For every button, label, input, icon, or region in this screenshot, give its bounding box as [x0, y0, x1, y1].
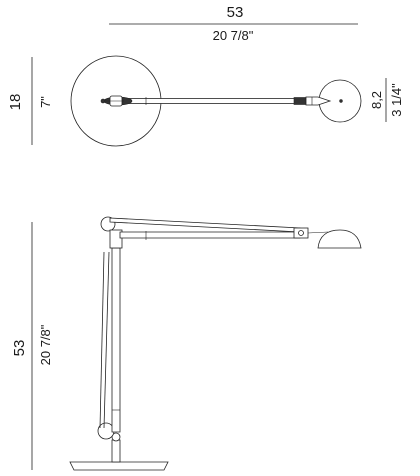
upper-arm-lower-side — [119, 231, 301, 239]
top-view: 53 20 7/8" 18 7" — [7, 4, 404, 147]
joint-bracket-side — [109, 229, 123, 249]
side-height-in-label: 20 7/8" — [38, 324, 53, 365]
upper-arm-side — [109, 217, 301, 233]
top-width-cm-label: 53 — [227, 4, 244, 21]
base-side — [69, 461, 169, 471]
tension-rod-side-2 — [103, 251, 110, 429]
head-diameter-in-label: 3 1/4" — [389, 83, 404, 117]
tension-rod-side — [99, 251, 105, 429]
lower-pivot-side — [111, 432, 121, 442]
top-width-in-label: 20 7/8" — [213, 28, 254, 43]
head-center-dot — [339, 99, 343, 103]
base-stem-side — [111, 439, 121, 463]
head-shade-connector — [307, 231, 329, 234]
base-joint-top — [100, 95, 133, 107]
side-view: 53 20 7/8" — [11, 216, 362, 471]
head-shade-side — [317, 229, 362, 249]
arm-top — [123, 98, 297, 104]
head-diameter-cm-label: 8,2 — [369, 91, 384, 109]
head-connector-top — [293, 96, 332, 106]
base-diameter-in-label: 7" — [38, 96, 53, 108]
lower-arm-side — [111, 247, 121, 433]
side-height-cm-label: 53 — [11, 340, 28, 357]
head-pivot-side — [298, 230, 304, 236]
base-diameter-cm-label: 18 — [7, 94, 24, 111]
